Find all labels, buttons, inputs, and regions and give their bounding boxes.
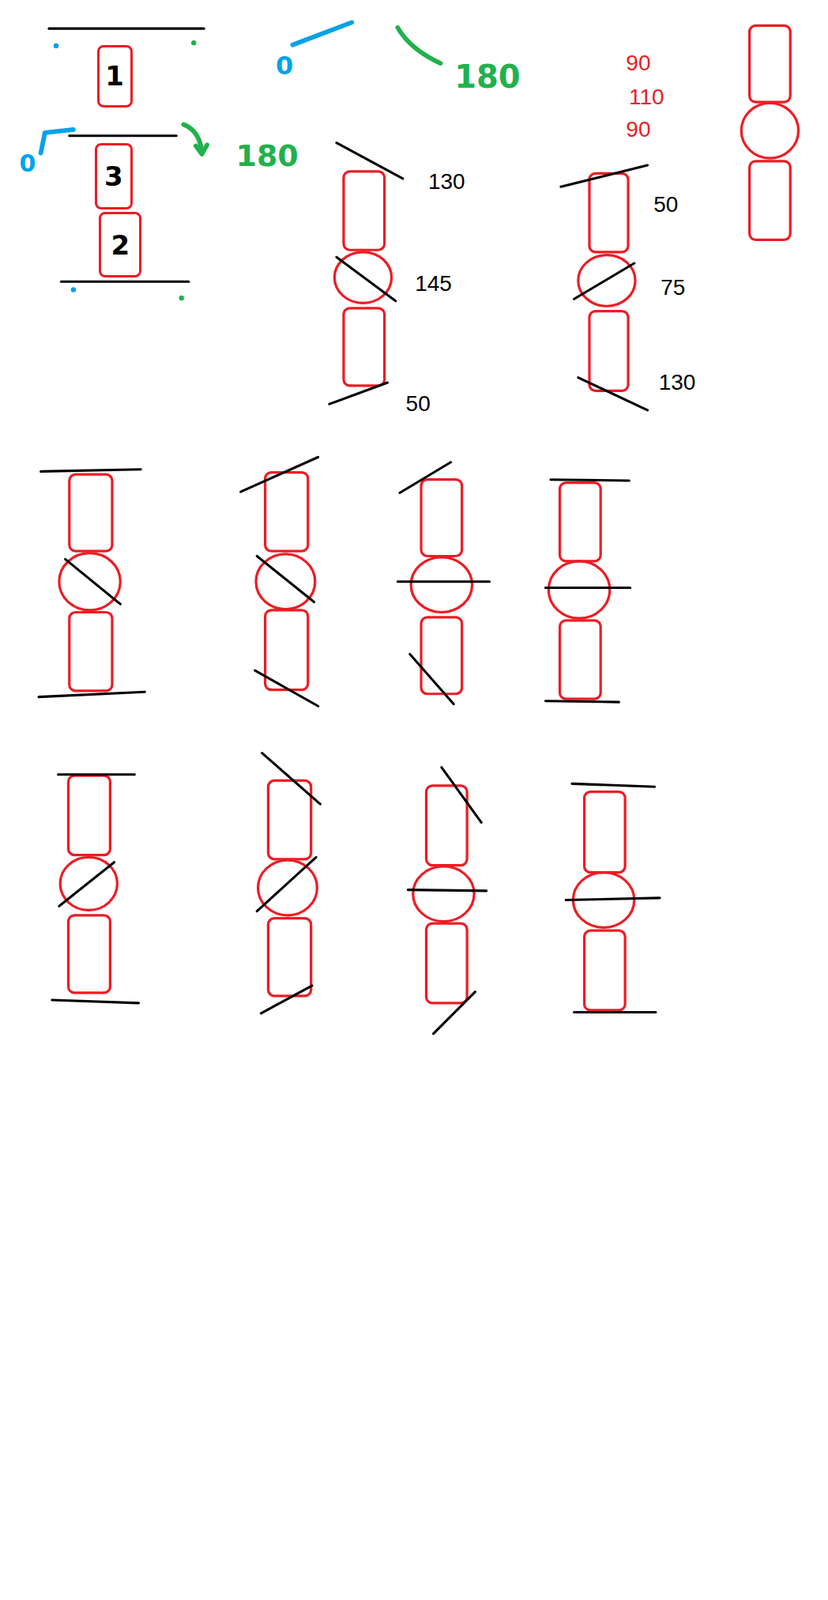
angle-stroke <box>397 27 441 64</box>
angle-value: 50 <box>653 193 678 216</box>
segment-box <box>560 620 602 699</box>
angle-line <box>52 999 140 1003</box>
angle-line <box>336 256 396 302</box>
angle-line <box>336 143 403 179</box>
marker-dot <box>53 43 59 49</box>
angle-mark: 180 <box>454 60 521 93</box>
angle-line <box>262 752 321 805</box>
segment-box <box>584 929 626 1010</box>
box-number: 3 <box>104 162 124 190</box>
angle-mark: 0 <box>18 151 36 176</box>
segment-box <box>425 922 467 1003</box>
angle-value: 75 <box>660 276 685 299</box>
angle-line <box>545 700 619 702</box>
plate-line <box>60 280 189 283</box>
angle-line <box>572 782 655 787</box>
joint-circle <box>59 553 121 610</box>
angle-line <box>256 856 317 911</box>
angle-line <box>407 889 486 891</box>
marker-dot <box>191 40 196 46</box>
segment-box <box>69 474 113 551</box>
angle-value: 50 <box>406 392 431 415</box>
segment-box <box>343 308 385 386</box>
box-number: 1 <box>105 62 125 90</box>
angle-line <box>260 985 313 1013</box>
angle-line <box>574 1010 656 1013</box>
numbered-box: 2 <box>98 211 142 278</box>
segment-box <box>749 25 791 102</box>
angle-line <box>38 691 145 697</box>
angle-line <box>41 469 141 472</box>
segment-box <box>67 775 110 855</box>
angle-line <box>256 555 314 602</box>
segment-box <box>343 171 385 250</box>
joint-circle <box>255 553 316 610</box>
segment-box <box>421 617 463 694</box>
segment-box <box>267 779 311 859</box>
plate-line <box>69 134 177 137</box>
angle-line <box>255 669 319 706</box>
joint-circle <box>413 865 475 922</box>
angle-value: 130 <box>428 170 466 193</box>
angle-value: 145 <box>414 272 452 295</box>
angle-mark: 180 <box>235 140 298 171</box>
joint-circle <box>741 102 798 159</box>
angle-line <box>441 767 482 823</box>
segment-box <box>265 472 309 551</box>
angle-line <box>59 861 115 907</box>
angle-value: 130 <box>658 371 697 394</box>
segment-box <box>589 173 629 252</box>
reference-angle: 90 <box>625 52 651 75</box>
segment-box <box>69 611 113 690</box>
angle-stroke <box>41 129 74 154</box>
angle-line <box>565 897 660 900</box>
angle-stroke <box>183 124 207 154</box>
angle-line <box>574 263 635 299</box>
segment-box <box>584 791 626 873</box>
segment-box <box>749 161 791 240</box>
segment-box <box>560 482 602 561</box>
numbered-box: 3 <box>94 143 133 210</box>
numbered-box: 1 <box>97 45 133 108</box>
segment-box <box>425 785 467 866</box>
angle-stroke <box>292 22 352 45</box>
segment-box <box>67 914 110 993</box>
angle-line <box>560 165 648 187</box>
reference-angle: 110 <box>628 86 665 109</box>
angle-line <box>240 456 319 492</box>
angle-line <box>397 579 490 583</box>
angle-line <box>545 586 630 589</box>
angle-mark: 0 <box>275 52 294 79</box>
angle-line <box>410 653 454 704</box>
angle-line <box>433 991 476 1034</box>
segment-box <box>267 918 311 996</box>
angle-line <box>58 772 136 776</box>
angle-line <box>329 382 388 404</box>
box-number: 2 <box>110 231 130 259</box>
angle-line <box>550 479 629 481</box>
plate-line <box>48 27 204 31</box>
marker-dot <box>179 295 185 301</box>
angle-line <box>65 558 121 604</box>
segment-box <box>589 311 629 392</box>
angle-line <box>399 462 452 494</box>
joint-circle <box>258 859 318 915</box>
joint-circle <box>548 560 610 618</box>
marker-dot <box>71 286 76 292</box>
angle-line <box>578 377 648 411</box>
segment-box <box>421 479 463 557</box>
joint-circle <box>410 557 472 613</box>
segment-box <box>265 609 309 690</box>
reference-angle: 90 <box>625 118 651 141</box>
